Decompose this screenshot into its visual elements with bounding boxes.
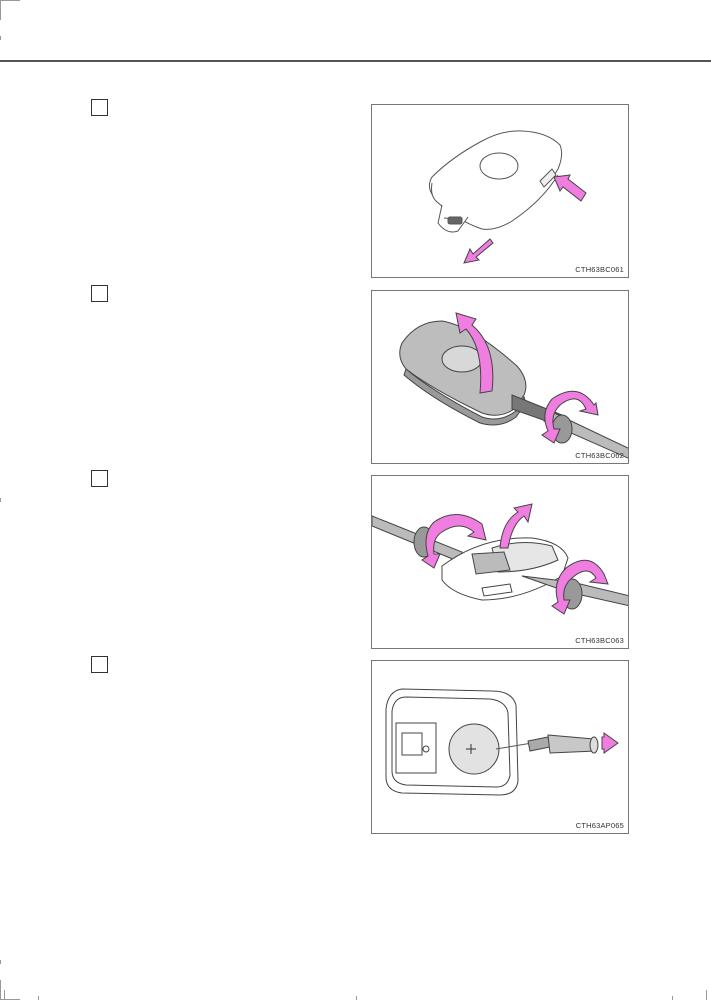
key-remove-mechanical-key-illustration	[428, 130, 587, 264]
crop-mark	[356, 996, 357, 1000]
crop-mark	[4, 990, 5, 1000]
remove-battery-screwdriver-illustration	[385, 688, 619, 796]
figure-3: CTH63BC063	[371, 475, 629, 649]
figure-2-code: CTH63BC062	[575, 451, 624, 460]
crop-mark	[0, 36, 1, 40]
remove-inner-case-screwdriver-illustration	[372, 503, 628, 615]
crop-mark	[38, 996, 39, 1000]
crop-mark	[0, 960, 1, 964]
crop-mark	[0, 980, 1, 1000]
figure-4-code: CTH63AP065	[575, 821, 624, 830]
step-3-box	[91, 470, 108, 487]
figure-1-code: CTH63BC061	[575, 265, 624, 274]
figure-2: CTH63BC062	[371, 290, 629, 464]
pry-open-cover-screwdriver-illustration	[399, 312, 628, 459]
header-rule	[0, 60, 711, 62]
step-4-box	[91, 656, 108, 673]
figure-3-code: CTH63BC063	[575, 636, 624, 645]
figure-4: CTH63AP065	[371, 660, 629, 834]
step-1-box	[91, 99, 108, 116]
crop-mark	[706, 990, 707, 1000]
figure-1: CTH63BC061	[371, 104, 629, 278]
step-2-box	[91, 285, 108, 302]
crop-mark	[0, 0, 20, 1]
crop-mark	[0, 0, 1, 20]
crop-mark	[0, 498, 1, 502]
crop-mark	[672, 996, 673, 1000]
